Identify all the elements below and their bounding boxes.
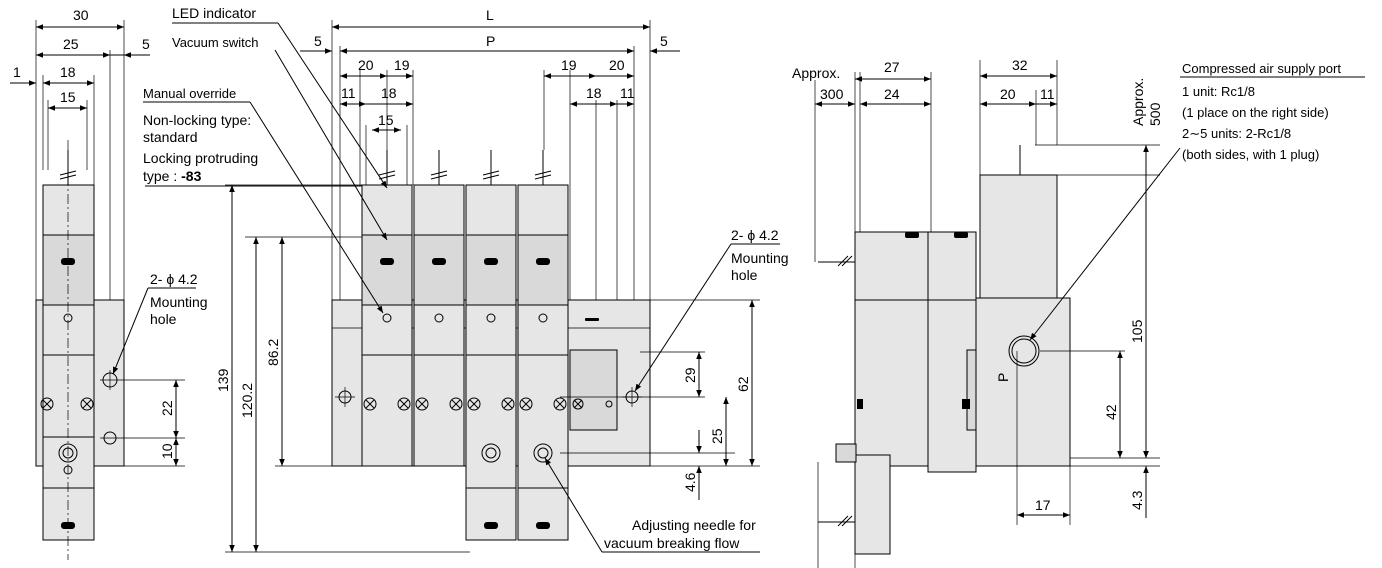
port-line-2: (1 place on the right side) [1182, 105, 1329, 120]
hole-dia-left: 2- ϕ 4.2 [150, 271, 198, 287]
dim-4-3: 4.3 [1129, 490, 1145, 510]
dim-15-front: 15 [378, 112, 394, 128]
dim-30: 30 [73, 7, 89, 23]
dim-62: 62 [735, 376, 751, 392]
dim-32: 32 [1012, 57, 1028, 73]
dim-120-2: 120.2 [239, 383, 255, 418]
valve-unit-1 [361, 150, 413, 467]
dim-29: 29 [682, 367, 698, 383]
hole-label-1-left: Mounting [150, 294, 208, 310]
port-title: Compressed air supply port [1182, 61, 1341, 76]
standard-label: standard [143, 129, 197, 145]
dim-L: L [486, 7, 494, 23]
dim-5-left: 5 [314, 33, 322, 49]
front-view: LED indicator Vacuum switch Manual overr… [143, 5, 789, 553]
dim-24: 24 [884, 86, 900, 102]
dim-18-left: 18 [381, 85, 397, 101]
dim-105: 105 [1129, 319, 1145, 343]
dim-139: 139 [215, 368, 231, 392]
port-line-3: 2∼5 units: 2-Rc1/8 [1182, 126, 1291, 141]
dim-25: 25 [63, 36, 79, 52]
needle-label-2: vacuum breaking flow [604, 535, 740, 551]
valve-unit-4 [517, 150, 569, 541]
hole-label-2-front: hole [731, 267, 758, 283]
dim-5-right: 5 [660, 33, 668, 49]
right-side-view: Approx. 300 27 24 32 20 11 Approx. 500 P… [792, 57, 1365, 568]
dim-86-2: 86.2 [265, 339, 281, 366]
manual-override-label: Manual override [143, 86, 236, 101]
dim-20-left: 20 [358, 57, 374, 73]
dim-P: P [486, 33, 495, 49]
dim-18: 18 [60, 64, 76, 80]
dim-300: 300 [820, 86, 844, 102]
dim-4-6: 4.6 [682, 472, 698, 492]
dim-15: 15 [60, 89, 76, 105]
dim-20-right: 20 [609, 57, 625, 73]
non-locking-label: Non-locking type: [143, 112, 251, 128]
dim-500: 500 [1147, 102, 1163, 126]
port-line-1: 1 unit: Rc1/8 [1182, 84, 1255, 99]
dim-11-right: 11 [620, 85, 635, 101]
dim-5: 5 [142, 36, 150, 52]
valve-unit-2 [413, 150, 465, 467]
left-side-view: 30 25 5 1 18 15 2- ϕ 4.2 Mounting hole 2… [10, 7, 208, 560]
vacuum-switch-label: Vacuum switch [172, 35, 258, 50]
needle-label-1: Adjusting needle for [632, 517, 756, 533]
dim-11-side: 11 [1040, 86, 1055, 102]
dim-20-side: 20 [1000, 86, 1016, 102]
dim-42: 42 [1103, 404, 1119, 420]
dim-19-right: 19 [561, 57, 577, 73]
dim-22: 22 [159, 400, 175, 416]
dim-18-right: 18 [586, 85, 602, 101]
dim-27: 27 [884, 59, 900, 75]
dim-17: 17 [1035, 497, 1051, 513]
locking-type-label: type : -83 [143, 168, 202, 184]
valve-unit-3 [465, 150, 517, 541]
led-indicator-label: LED indicator [172, 5, 256, 21]
hole-label-1-front: Mounting [731, 250, 789, 266]
approx-label-2: Approx. [1130, 78, 1146, 126]
port-line-4: (both sides, with 1 plug) [1182, 147, 1319, 162]
port-P-label: P [995, 373, 1011, 382]
dim-10: 10 [159, 443, 175, 459]
approx-label: Approx. [792, 65, 840, 81]
dim-1: 1 [13, 64, 21, 80]
dim-25-front: 25 [709, 428, 725, 444]
locking-label: Locking protruding [143, 150, 258, 166]
hole-dia-front: 2- ϕ 4.2 [731, 227, 779, 243]
hole-label-2-left: hole [150, 311, 177, 327]
dim-19-left: 19 [394, 57, 410, 73]
dim-11-left: 11 [341, 85, 356, 101]
